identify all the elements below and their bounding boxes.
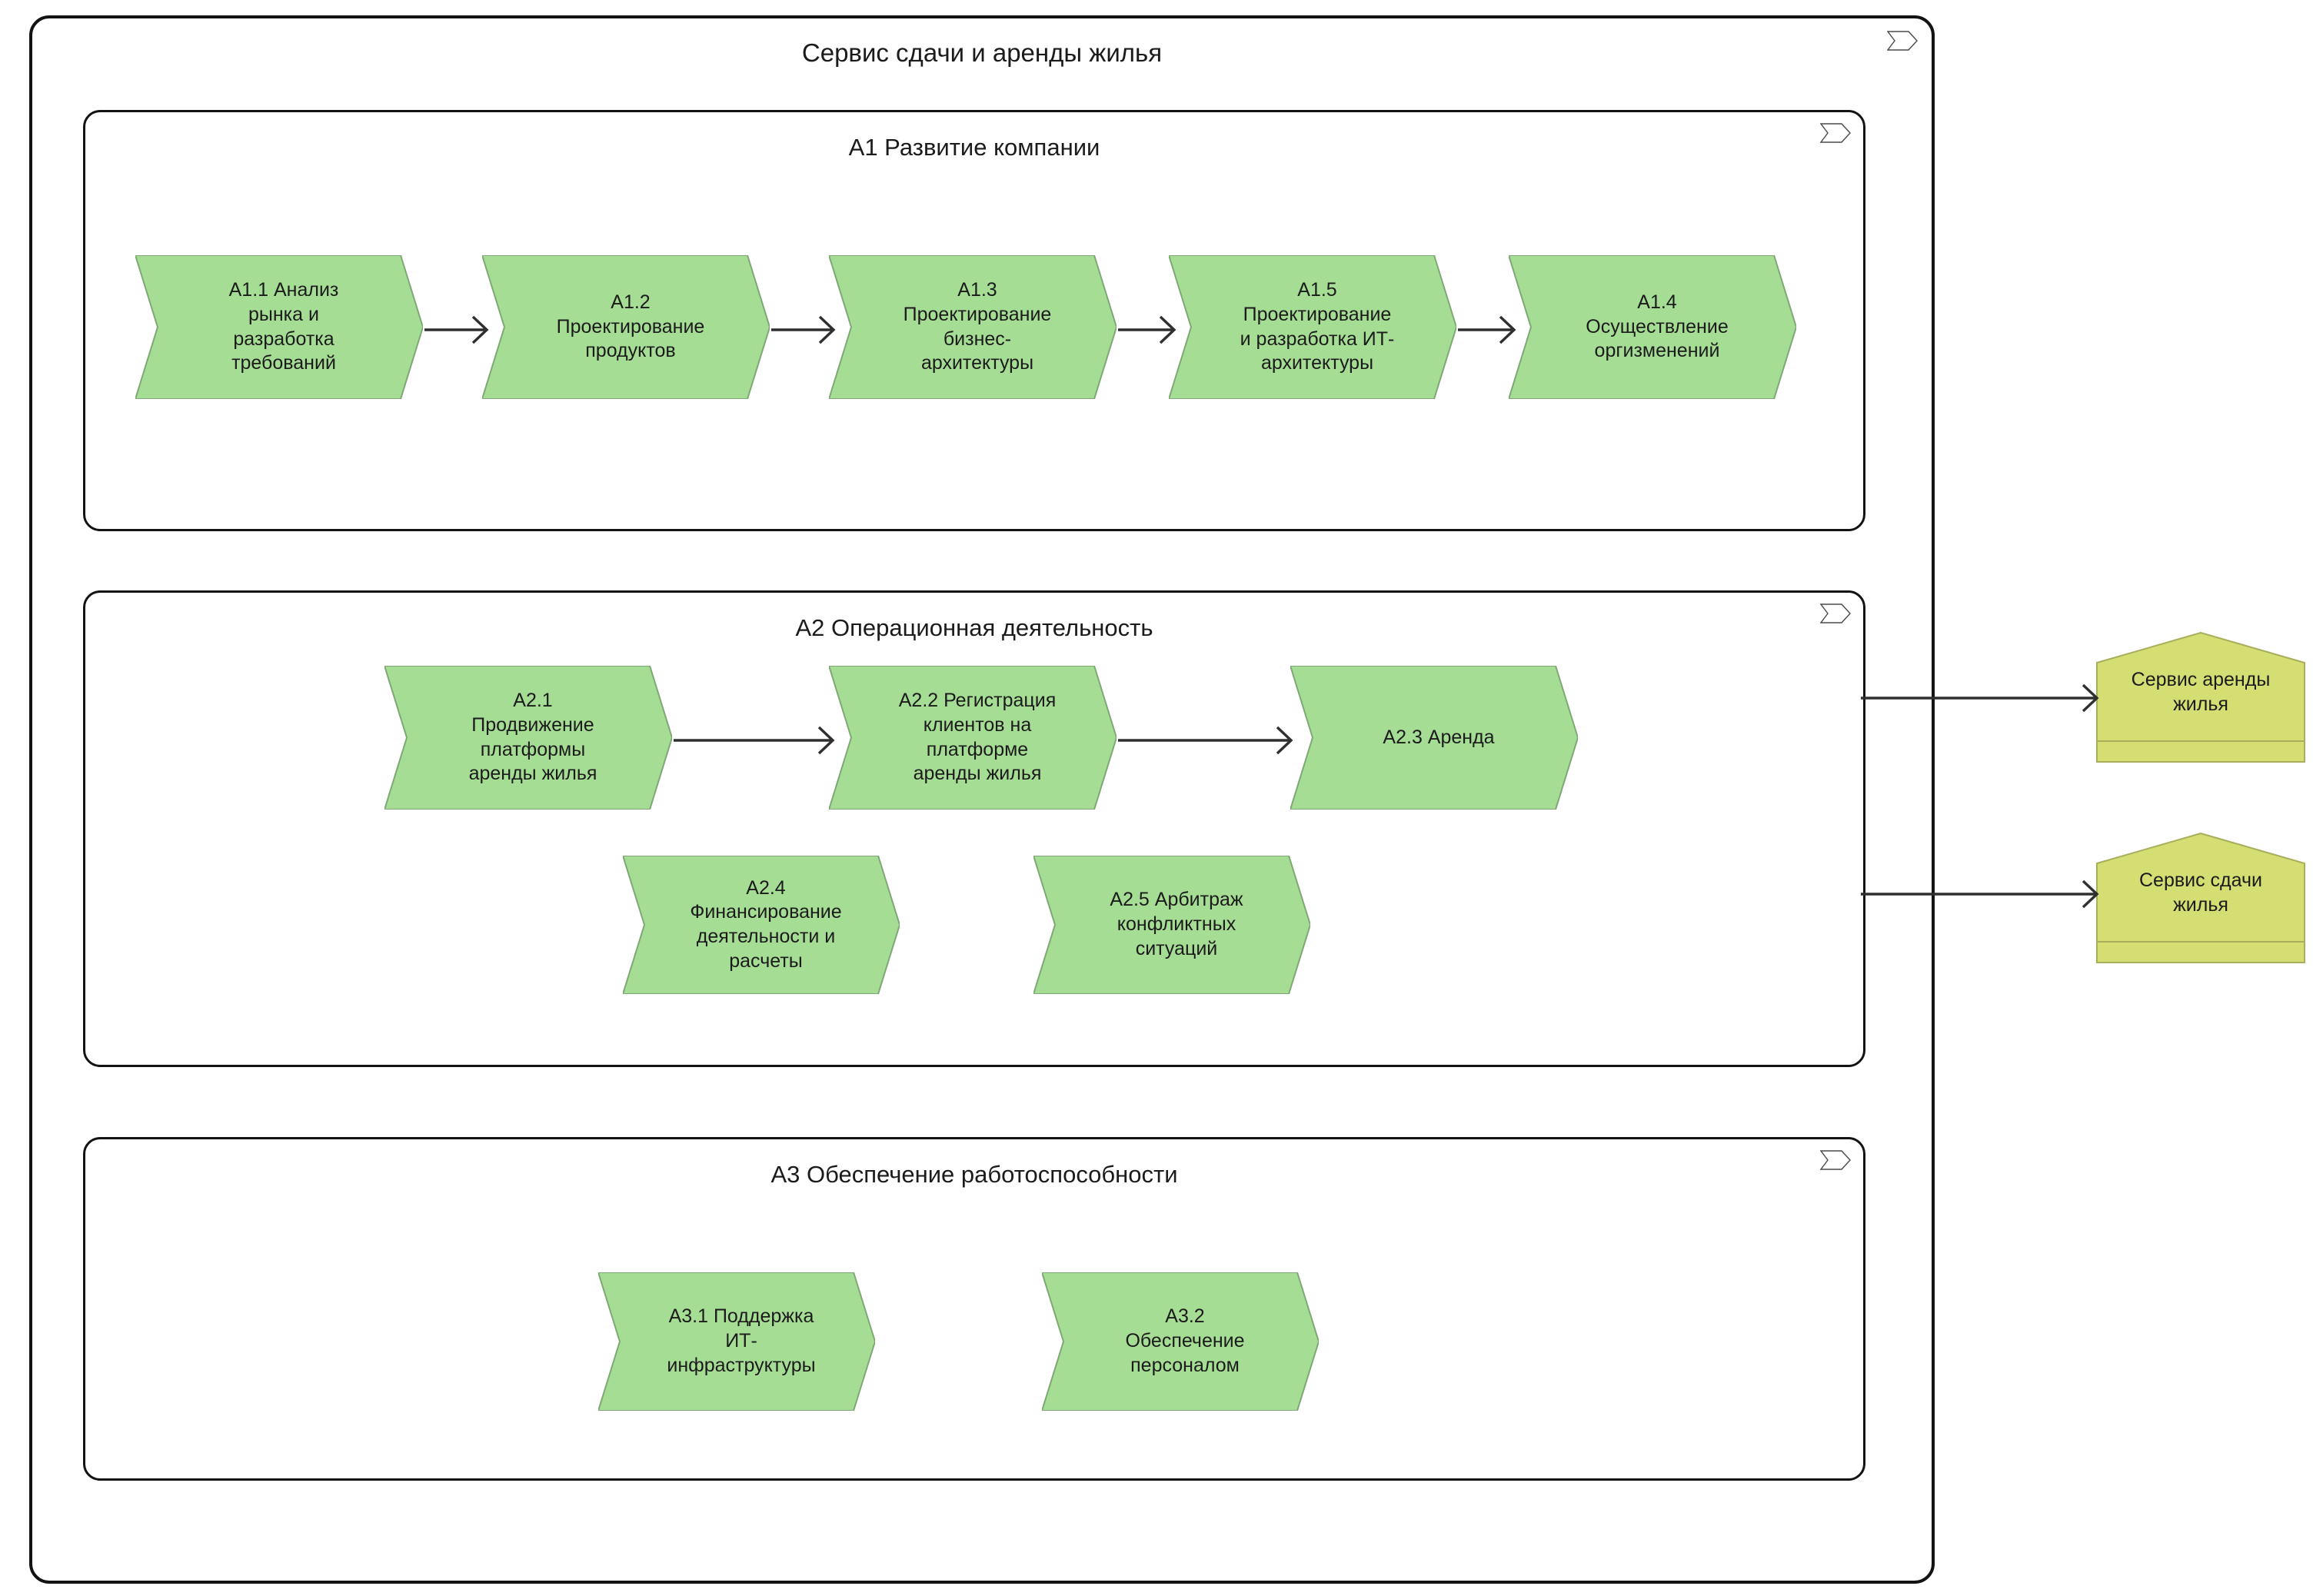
process-chevron-shape xyxy=(1507,254,1798,400)
group-a1-title: A1 Развитие компании xyxy=(848,134,1100,161)
service-letting[interactable]: Сервис сдачи жилья xyxy=(2096,832,2305,963)
process-label: A3.2 Обеспечение персоналом xyxy=(1125,1305,1245,1376)
process-a2-3[interactable]: A2.3 Аренда xyxy=(1289,665,1579,810)
process-label: A1.2 Проектирование продуктов xyxy=(556,291,705,362)
process-chevron-shape xyxy=(1040,1272,1320,1411)
group-a2[interactable]: A2 Операционная деятельность xyxy=(83,590,1865,1067)
process-a2-1[interactable]: A2.1 Продвижение платформы аренды жилья xyxy=(383,665,674,810)
group-a2-title: A2 Операционная деятельность xyxy=(795,614,1153,641)
process-chevron-shape xyxy=(597,1272,877,1411)
process-a1-5[interactable]: A1.5 Проектирование и разработка ИТ- арх… xyxy=(1167,254,1458,400)
process-a1-4[interactable]: A1.4 Осуществление оргизменений xyxy=(1507,254,1798,400)
process-label: A1.5 Проектирование и разработка ИТ- арх… xyxy=(1240,279,1395,374)
process-chevron-shape xyxy=(481,254,771,400)
process-label: A1.1 Анализ рынка и разработка требовани… xyxy=(228,279,339,374)
connector-a1-5-to-a1-4 xyxy=(1458,311,1518,349)
service-pentagon-shape xyxy=(2096,832,2305,963)
business-process-chevron-icon xyxy=(1820,603,1851,623)
process-chevron-shape xyxy=(134,254,424,400)
process-chevron-shape xyxy=(1032,855,1312,995)
process-a3-2[interactable]: A3.2 Обеспечение персоналом xyxy=(1040,1272,1320,1411)
process-chevron-shape xyxy=(827,254,1118,400)
connector-a1-2-to-a1-3 xyxy=(771,311,837,349)
process-a1-2[interactable]: A1.2 Проектирование продуктов xyxy=(481,254,771,400)
process-chevron-shape xyxy=(827,665,1118,810)
process-label: A2.5 Арбитраж конфликтных ситуаций xyxy=(1110,889,1243,959)
service-pentagon-shape xyxy=(2096,631,2305,763)
process-label: A1.3 Проектирование бизнес- архитектуры xyxy=(903,279,1052,374)
process-label: A2.2 Регистрация клиентов на платформе а… xyxy=(898,690,1057,785)
process-label: A3.1 Поддержка ИТ- инфраструктуры xyxy=(667,1305,816,1376)
process-label: A2.3 Аренда xyxy=(1383,726,1495,748)
process-chevron-shape xyxy=(1289,665,1579,810)
group-a3-title: A3 Обеспечение работоспособности xyxy=(770,1161,1178,1188)
process-label: A1.4 Осуществление оргизменений xyxy=(1586,291,1729,362)
service-label: Сервис аренды жилья xyxy=(2131,669,2271,715)
process-label: A2.4 Финансирование деятельности и расче… xyxy=(690,876,842,972)
process-a1-3[interactable]: A1.3 Проектирование бизнес- архитектуры xyxy=(827,254,1118,400)
connector-a1-1-to-a1-2 xyxy=(424,311,491,349)
process-a2-2[interactable]: A2.2 Регистрация клиентов на платформе а… xyxy=(827,665,1118,810)
business-process-chevron-icon xyxy=(1820,1150,1851,1170)
process-label: A2.1 Продвижение платформы аренды жилья xyxy=(468,690,597,785)
connector-a2-2-to-a2-3 xyxy=(1118,721,1295,760)
process-chevron-shape xyxy=(621,855,901,995)
service-label: Сервис сдачи жилья xyxy=(2139,869,2262,916)
business-process-chevron-icon xyxy=(1820,123,1851,143)
connector-a1-3-to-a1-5 xyxy=(1118,311,1178,349)
service-rental[interactable]: Сервис аренды жилья xyxy=(2096,631,2305,763)
connector-a2-to-service-letting xyxy=(1861,875,2101,913)
process-a3-1[interactable]: A3.1 Поддержка ИТ- инфраструктуры xyxy=(597,1272,877,1411)
group-a3[interactable]: A3 Обеспечение работоспособности xyxy=(83,1137,1865,1481)
process-chevron-shape xyxy=(1167,254,1458,400)
process-a1-1[interactable]: A1.1 Анализ рынка и разработка требовани… xyxy=(134,254,424,400)
connector-a2-1-to-a2-2 xyxy=(674,721,837,760)
process-a2-4[interactable]: A2.4 Финансирование деятельности и расче… xyxy=(621,855,901,995)
outer-group-title: Сервис сдачи и аренды жилья xyxy=(801,38,1163,67)
process-a2-5[interactable]: A2.5 Арбитраж конфликтных ситуаций xyxy=(1032,855,1312,995)
connector-a2-to-service-rental xyxy=(1861,679,2101,717)
business-process-chevron-icon xyxy=(1887,31,1918,51)
process-chevron-shape xyxy=(383,665,674,810)
